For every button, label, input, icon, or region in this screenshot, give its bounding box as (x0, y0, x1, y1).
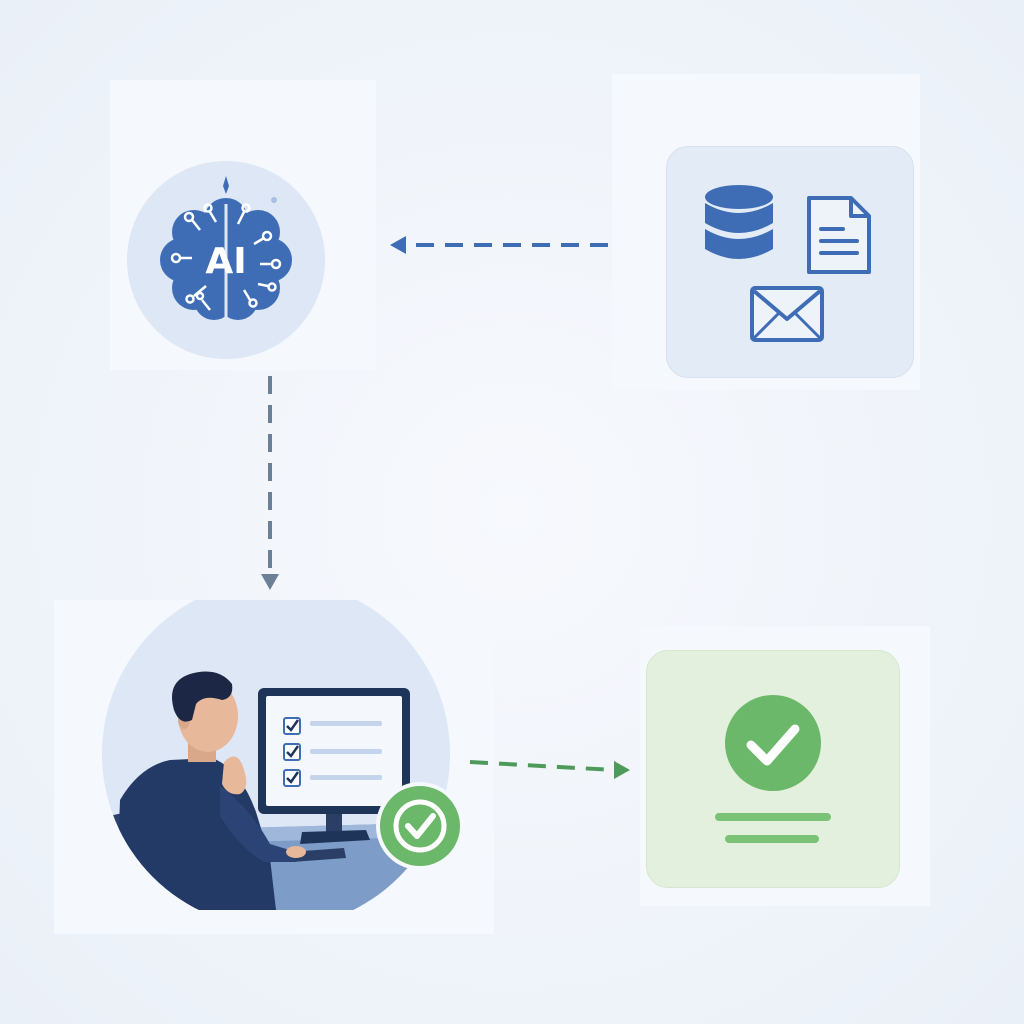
approved-node (646, 650, 900, 888)
database-icon (705, 185, 773, 259)
person-at-computer-icon (102, 600, 462, 910)
review-node (100, 600, 462, 910)
document-icon (807, 196, 871, 274)
check-badge-icon (376, 782, 462, 870)
check-circle-icon (725, 695, 821, 791)
edge-data-to-ai (390, 236, 608, 254)
edge-ai-to-review (261, 376, 279, 590)
data-sources-node (666, 146, 914, 378)
edge-review-to-approved (469, 760, 630, 779)
text-lines-icon (715, 813, 831, 843)
ai-label: AI (205, 241, 246, 282)
ai-brain-icon: AI (127, 161, 325, 359)
email-icon (750, 286, 824, 342)
ai-node: AI (126, 160, 326, 360)
